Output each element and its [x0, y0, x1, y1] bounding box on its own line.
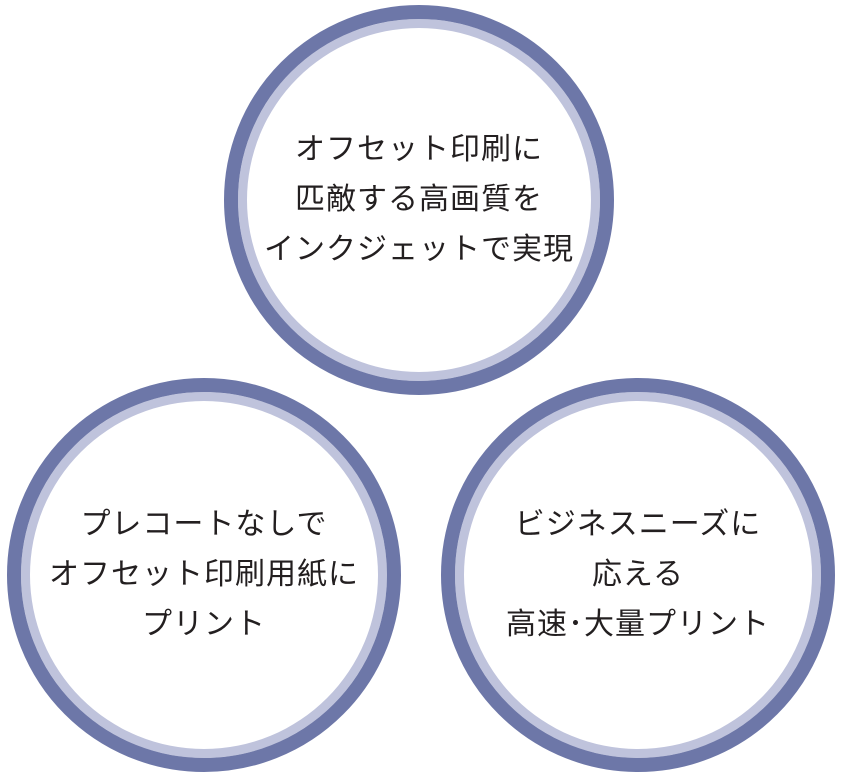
feature-circle-quality: オフセット印刷に 匹敵する高画質を インクジェットで実現	[224, 5, 614, 395]
feature-line: ビジネスニーズに	[514, 507, 762, 542]
feature-line: オフセット印刷に	[295, 132, 543, 167]
feature-line: オフセット印刷用紙に	[49, 557, 359, 592]
feature-circle-speed: ビジネスニーズに 応える 高速･大量プリント	[441, 378, 835, 772]
feature-text-paper: プレコートなしで オフセット印刷用紙に プリント	[21, 500, 387, 650]
feature-text-quality: オフセット印刷に 匹敵する高画質を インクジェットで実現	[238, 125, 600, 275]
feature-line: 応える	[591, 557, 685, 592]
feature-line: プリント	[142, 607, 266, 642]
feature-line: インクジェットで実現	[264, 232, 574, 267]
feature-line: プレコートなしで	[80, 507, 328, 542]
feature-circle-paper: プレコートなしで オフセット印刷用紙に プリント	[7, 378, 401, 772]
feature-line: 高速･大量プリント	[506, 607, 770, 642]
feature-line: 匹敵する高画質を	[295, 182, 543, 217]
feature-text-speed: ビジネスニーズに 応える 高速･大量プリント	[455, 500, 821, 650]
